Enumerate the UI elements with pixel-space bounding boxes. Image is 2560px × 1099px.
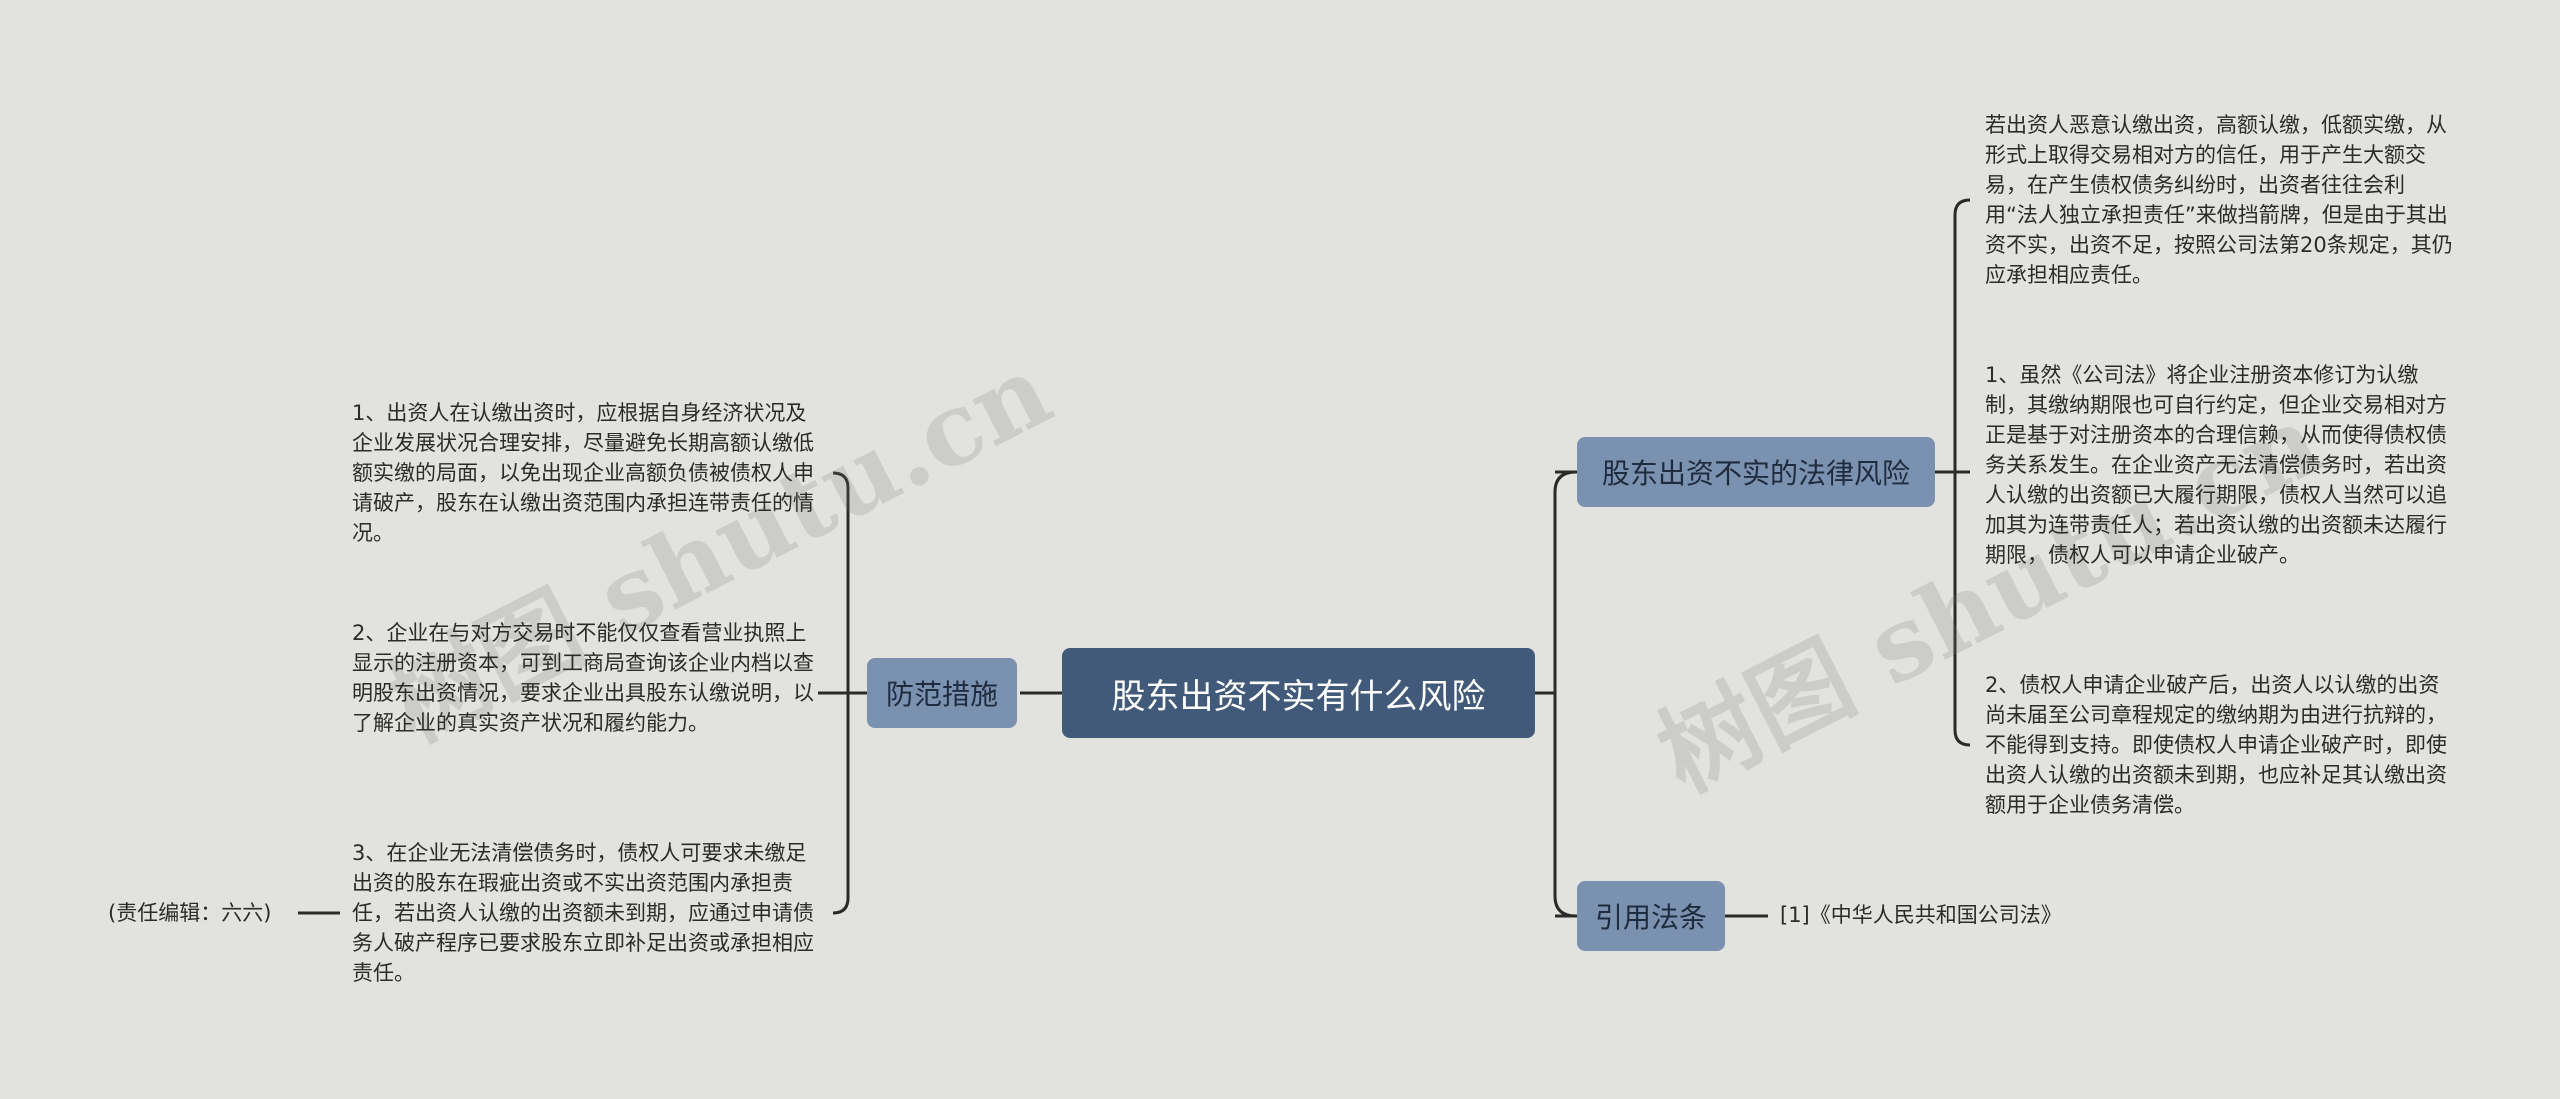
editor-note: (责任编辑：六六): [108, 901, 272, 925]
risk-item-2: 2、债权人申请企业破产后，出资人以认缴的出资尚未届至公司章程规定的缴纳期为由进行…: [1985, 673, 2447, 817]
risk-item-1: 1、虽然《公司法》将企业注册资本修订为认缴制，其缴纳期限也可自行约定，但企业交易…: [1985, 363, 2447, 567]
prevention-item-1: 1、出资人在认缴出资时，应根据自身经济状况及企业发展状况合理安排，尽量避免长期高…: [352, 401, 814, 545]
branch-citation: 引用法条: [1577, 881, 1725, 951]
prevention-item-3: 3、在企业无法清偿债务时，债权人可要求未缴足出资的股东在瑕疵出资或不实出资范围内…: [352, 841, 814, 985]
prevention-item-2: 2、企业在与对方交易时不能仅仅查看营业执照上显示的注册资本，可到工商局查询该企业…: [352, 621, 814, 735]
branch-legal-risk: 股东出资不实的法律风险: [1577, 437, 1935, 507]
root-node: 股东出资不实有什么风险: [1062, 648, 1535, 738]
citation-text: [1]《中华人民共和国公司法》: [1780, 903, 2062, 927]
branch-prevention: 防范措施: [867, 658, 1017, 728]
risk-item-intro: 若出资人恶意认缴出资，高额认缴，低额实缴，从形式上取得交易相对方的信任，用于产生…: [1985, 113, 2453, 287]
